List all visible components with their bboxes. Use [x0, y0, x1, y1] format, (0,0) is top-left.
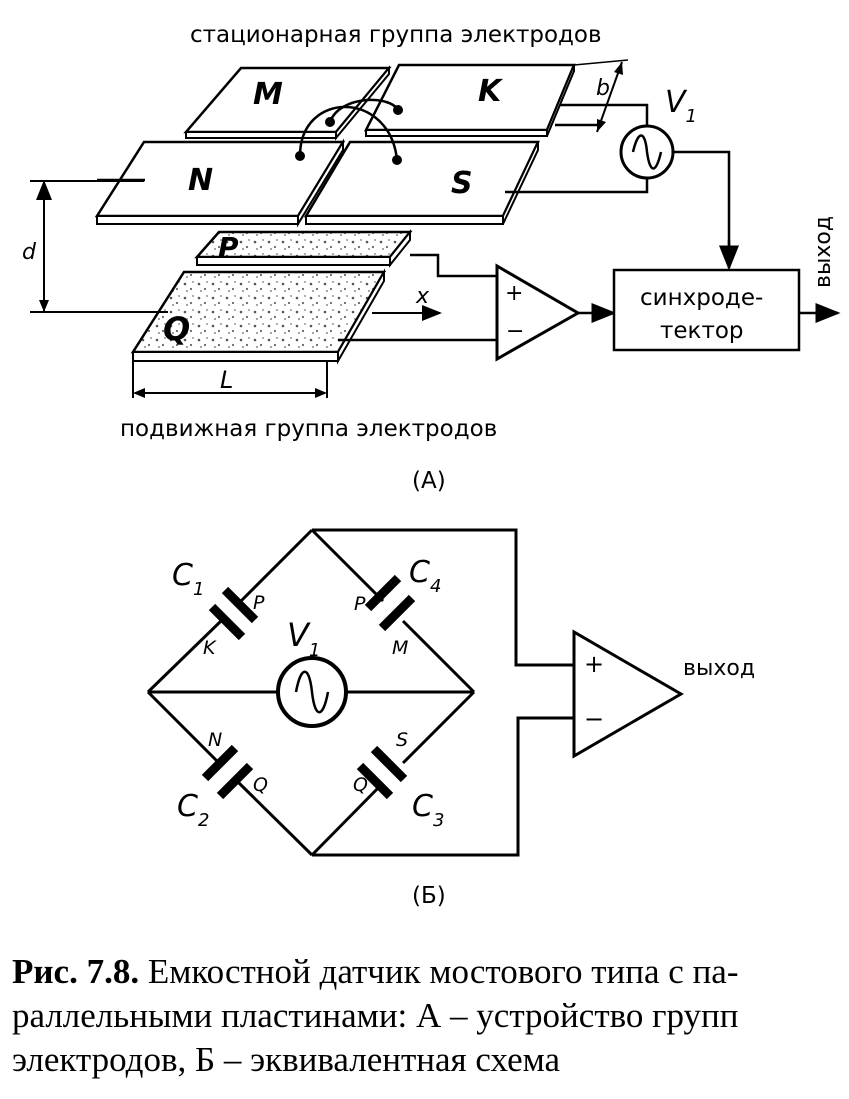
- label-x: x: [415, 284, 430, 309]
- label-k: K: [478, 74, 504, 109]
- label-p: P: [218, 231, 239, 264]
- electrode-s: [303, 140, 540, 225]
- caption-line2: раллельными пластинами: А – устройство г…: [12, 996, 739, 1035]
- electrode-k: [363, 63, 576, 137]
- capacitor-c1: [208, 586, 259, 641]
- amp-a-plus: +: [505, 281, 523, 306]
- label-c3-bottom: Q: [353, 774, 368, 796]
- label-c1: C1: [172, 558, 204, 600]
- label-c2-top: N: [208, 729, 222, 751]
- label-c2: C2: [177, 789, 209, 831]
- diff-amplifier-a: [495, 263, 582, 362]
- capacitor-c3: [356, 745, 408, 800]
- capacitor-c2: [201, 744, 254, 800]
- contact-dot: [393, 105, 403, 115]
- output-label-b: выход: [683, 656, 755, 681]
- bridge-wires: [146, 528, 574, 857]
- electrode-m: [183, 65, 392, 141]
- capacitor-c4: [364, 574, 416, 632]
- label-c3-top: S: [396, 729, 408, 751]
- label-l: L: [220, 366, 233, 394]
- panel-b-label: (Б): [412, 883, 446, 909]
- panel-a-label: (А): [412, 468, 446, 494]
- amp-a-minus: −: [506, 319, 524, 344]
- label-d: d: [22, 240, 37, 265]
- label-c4-bottom: M: [392, 637, 408, 659]
- amp-b-minus: −: [584, 705, 604, 733]
- figure-caption: Рис. 7.8. Емкостной датчик мостового тип…: [12, 950, 842, 1082]
- caption-line1: Емкостной датчик мостового типа с па-: [139, 952, 739, 991]
- label-s: S: [451, 166, 473, 201]
- jumper-m-s: [298, 105, 399, 161]
- label-c1-bottom: K: [203, 637, 217, 659]
- sync-detector-line2: тектор: [660, 318, 744, 344]
- sync-detector-box: [612, 268, 801, 352]
- label-c1-top: P: [253, 592, 265, 614]
- contact-dot: [392, 155, 402, 165]
- label-b: b: [596, 76, 610, 101]
- caption-line3: электродов, Б – эквивалентная схема: [12, 1040, 561, 1079]
- electrode-p: [194, 229, 413, 268]
- label-v1-b: V1: [287, 616, 320, 661]
- caption-prefix: Рис. 7.8.: [12, 952, 140, 991]
- ac-source-b: [276, 656, 348, 728]
- label-n: N: [188, 163, 213, 198]
- label-c4-top: P: [354, 593, 366, 615]
- ac-source-a: [619, 124, 675, 180]
- label-m: M: [253, 77, 283, 112]
- contact-dot: [295, 151, 305, 161]
- diff-amplifier-b: [572, 629, 684, 759]
- electrode-n: [94, 138, 346, 228]
- moving-group-label: подвижная группа электродов: [120, 416, 497, 442]
- label-c3: C3: [412, 789, 444, 831]
- label-c2-bottom: Q: [253, 774, 268, 796]
- contact-dot: [325, 117, 335, 127]
- label-v1-a: V1: [665, 85, 697, 127]
- jumper-n-k: [328, 98, 400, 123]
- amp-b-plus: +: [584, 650, 604, 678]
- sync-detector-line1: синхроде-: [640, 285, 763, 311]
- output-label-a: выход: [811, 216, 836, 288]
- dimension-l: [132, 361, 328, 398]
- label-c4: C4: [409, 555, 441, 597]
- stationary-group-label: стационарная группа электродов: [190, 22, 602, 48]
- dimension-b: [573, 59, 629, 133]
- label-q: Q: [163, 310, 190, 348]
